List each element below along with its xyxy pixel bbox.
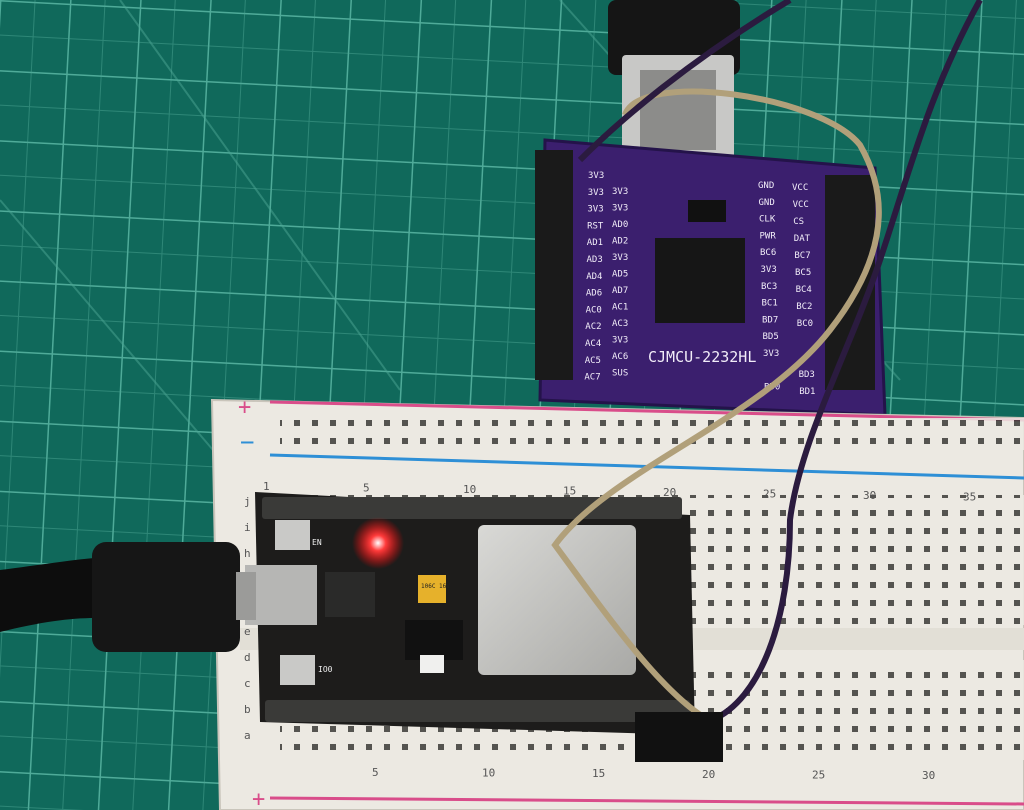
module-right-b-pin-label: BD3 (799, 370, 815, 380)
module-right-b-pin-label: BC2 (796, 302, 812, 312)
breadboard-row-letter: c (244, 677, 251, 690)
module-right-a-pin-label: BD7 (762, 315, 778, 325)
breadboard-column-number: 10 (482, 767, 495, 780)
breadboard-column-number: 15 (592, 767, 605, 780)
breadboard-row-letter: d (244, 651, 251, 664)
purple-jumper-wire-1 (710, 0, 983, 723)
boot-button (280, 655, 315, 685)
module-right-a-pin-label: GND (758, 181, 774, 191)
module-mid-pin-label: 3V3 (612, 187, 628, 197)
breadboard-column-number: 1 (263, 480, 270, 493)
module-left-pin-label: 3V3 (587, 205, 603, 215)
breadboard-row-letter: i (244, 521, 251, 534)
breadboard-column-number: 5 (363, 482, 370, 495)
module-right-b-pin-label: BD1 (799, 387, 815, 397)
module-right-a-pin-label: CLK (759, 215, 776, 225)
rail-plus-label: + (238, 395, 251, 420)
breadboard-column-number: 15 (563, 485, 576, 498)
breadboard-column-number: 30 (863, 489, 876, 502)
breadboard-column-number: 25 (763, 488, 776, 501)
module-mid-pin-label: SUS (612, 369, 628, 379)
module-mid-pin-label: AC1 (612, 303, 628, 313)
module-mid-pin-label: AC3 (612, 319, 628, 329)
micro-usb-cable (0, 542, 256, 652)
module-mid-pin-label: 3V3 (612, 253, 628, 263)
module-left-pin-label: AC7 (584, 373, 600, 383)
module-right-a-pin-label: GND (759, 198, 775, 208)
power-led (352, 517, 404, 569)
breadboard-column-number: 5 (372, 766, 379, 779)
breadboard-column-number: 20 (663, 486, 676, 499)
module-mid-pin-label: AD0 (612, 220, 628, 230)
breadboard-row-letter: e (244, 625, 251, 638)
ft2232hl-chip (655, 238, 745, 323)
module-right-b-pin-label: VCC (793, 200, 809, 210)
module-right-b-pin-label: BC7 (794, 251, 810, 261)
module-left-pin-label: AC5 (585, 356, 601, 366)
module-left-pin-label: AD4 (586, 272, 602, 282)
breadboard-column-number: 20 (702, 768, 715, 781)
module-left-pin-label: AC4 (585, 339, 601, 349)
module-right-b-pin-label: VCC (792, 183, 808, 193)
breadboard-column-number: 35 (963, 491, 976, 504)
module-mid-pin-label: 3V3 (612, 204, 628, 214)
positive-rail-line (269, 400, 1024, 422)
module-mid-pin-label: 3V3 (612, 336, 628, 346)
module-mid-pin-label: AD2 (612, 237, 628, 247)
micro-usb-port (245, 565, 317, 625)
module-left-pin-label: AD6 (586, 289, 602, 299)
module-right-a-pin-label: BC1 (762, 299, 778, 309)
module-left-pin-label: 3V3 (588, 188, 604, 198)
module-left-pin-label: AD3 (587, 255, 603, 265)
capacitor-label: 106C 16V (421, 583, 450, 590)
io0-label: IO0 (318, 665, 333, 674)
module-left-pin-label: AC2 (585, 322, 601, 332)
module-right-a-pin-label: BD5 (763, 332, 779, 342)
en-label: EN (312, 538, 322, 547)
tan-jumper-wire (551, 88, 882, 721)
module-left-pin-label: RST (587, 221, 604, 231)
module-right-b-pin-label: DAT (794, 234, 811, 244)
module-mid-pin-label: AC6 (612, 352, 628, 362)
module-left-pin-label: AD1 (587, 238, 603, 248)
breadboard-row-letter: a (244, 729, 251, 742)
en-button (275, 520, 310, 550)
purple-jumper-wire-2 (577, 0, 792, 163)
dupont-connector (635, 712, 723, 762)
module-right-a-pin-label: 3V3 (763, 349, 779, 359)
breadboard-column-number: 10 (463, 483, 476, 496)
module-right-b-pin-label: BC4 (796, 285, 812, 295)
esp32-module-shield (478, 525, 636, 675)
module-mid-pin-label: AD7 (612, 286, 628, 296)
breadboard-row-letter: b (244, 703, 251, 716)
rail-plus-bottom-label: + (252, 787, 265, 810)
breadboard-row-letter: j (244, 495, 251, 508)
module-left-pin-label: 3V3 (588, 171, 604, 181)
esp32-devkit: 106C 16V EN IO0 (245, 492, 695, 735)
module-right-a-pin-label: 3V3 (761, 265, 777, 275)
breadboard-row-letter: h (244, 547, 251, 560)
module-name-label: CJMCU-2232HL (648, 348, 756, 366)
module-mid-pin-label: AD5 (612, 270, 628, 280)
breadboard-column-number: 25 (812, 768, 825, 781)
module-right-b-pin-label: BC5 (795, 268, 811, 278)
module-right-a-pin-label: BC3 (761, 282, 777, 292)
module-left-pin-label: AC0 (586, 305, 602, 315)
rail-minus-label: − (240, 428, 254, 456)
breadboard-column-number: 30 (922, 769, 935, 782)
tantalum-capacitor (418, 575, 446, 603)
module-right-b-pin-label: CS (793, 217, 804, 227)
module-right-b-pin-label: BC0 (797, 319, 813, 329)
module-right-a-pin-label: PWR (760, 231, 777, 241)
ft2232hl-module: CJMCU-2232HL 3V33V33V3RSTAD1AD3AD4AD6AC0… (535, 138, 887, 417)
module-right-a-pin-label: BC6 (760, 248, 776, 258)
